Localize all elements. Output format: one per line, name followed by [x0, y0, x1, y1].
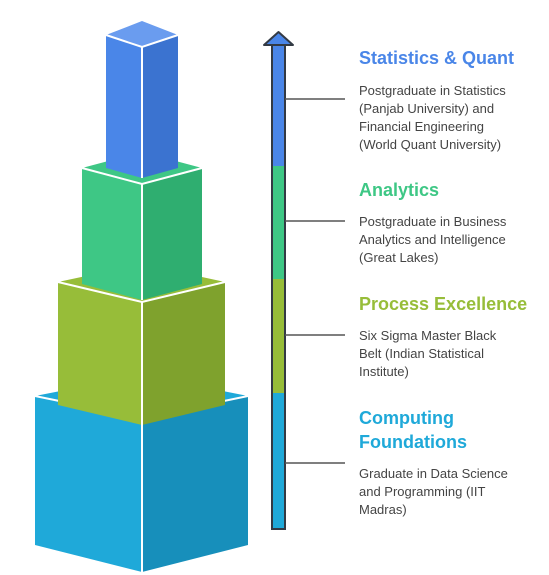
level-desc-computing: Graduate in Data Science and Programming…: [359, 466, 508, 517]
level-title-computing: Computing Foundations: [359, 408, 467, 452]
level-desc-process: Six Sigma Master Black Belt (Indian Stat…: [359, 328, 497, 379]
level-title-statistics: Statistics & Quant: [359, 48, 515, 68]
block-analytics-right: [142, 168, 202, 300]
block-statistics: [105, 21, 179, 178]
level-desc-analytics: Postgraduate in Business Analytics and I…: [359, 214, 507, 265]
block-computing-right: [142, 396, 248, 572]
progress-arrow: [263, 31, 294, 530]
arrow-segment-statistics: [272, 44, 285, 166]
level-desc-statistics: Postgraduate in Statistics (Panjab Unive…: [359, 83, 506, 152]
block-computing-left: [35, 396, 142, 572]
block-statistics-right: [142, 35, 178, 178]
block-statistics-left: [106, 35, 142, 178]
arrow-segment-analytics: [272, 166, 285, 279]
level-title-process: Process Excellence: [359, 294, 528, 314]
level-title-analytics: Analytics: [359, 180, 440, 200]
block-process-right: [142, 282, 225, 425]
block-analytics-left: [82, 168, 142, 300]
arrow-segment-process: [272, 279, 285, 393]
arrow-head: [263, 31, 294, 46]
arrow-segment-computing: [272, 393, 285, 529]
block-process-left: [58, 282, 142, 425]
